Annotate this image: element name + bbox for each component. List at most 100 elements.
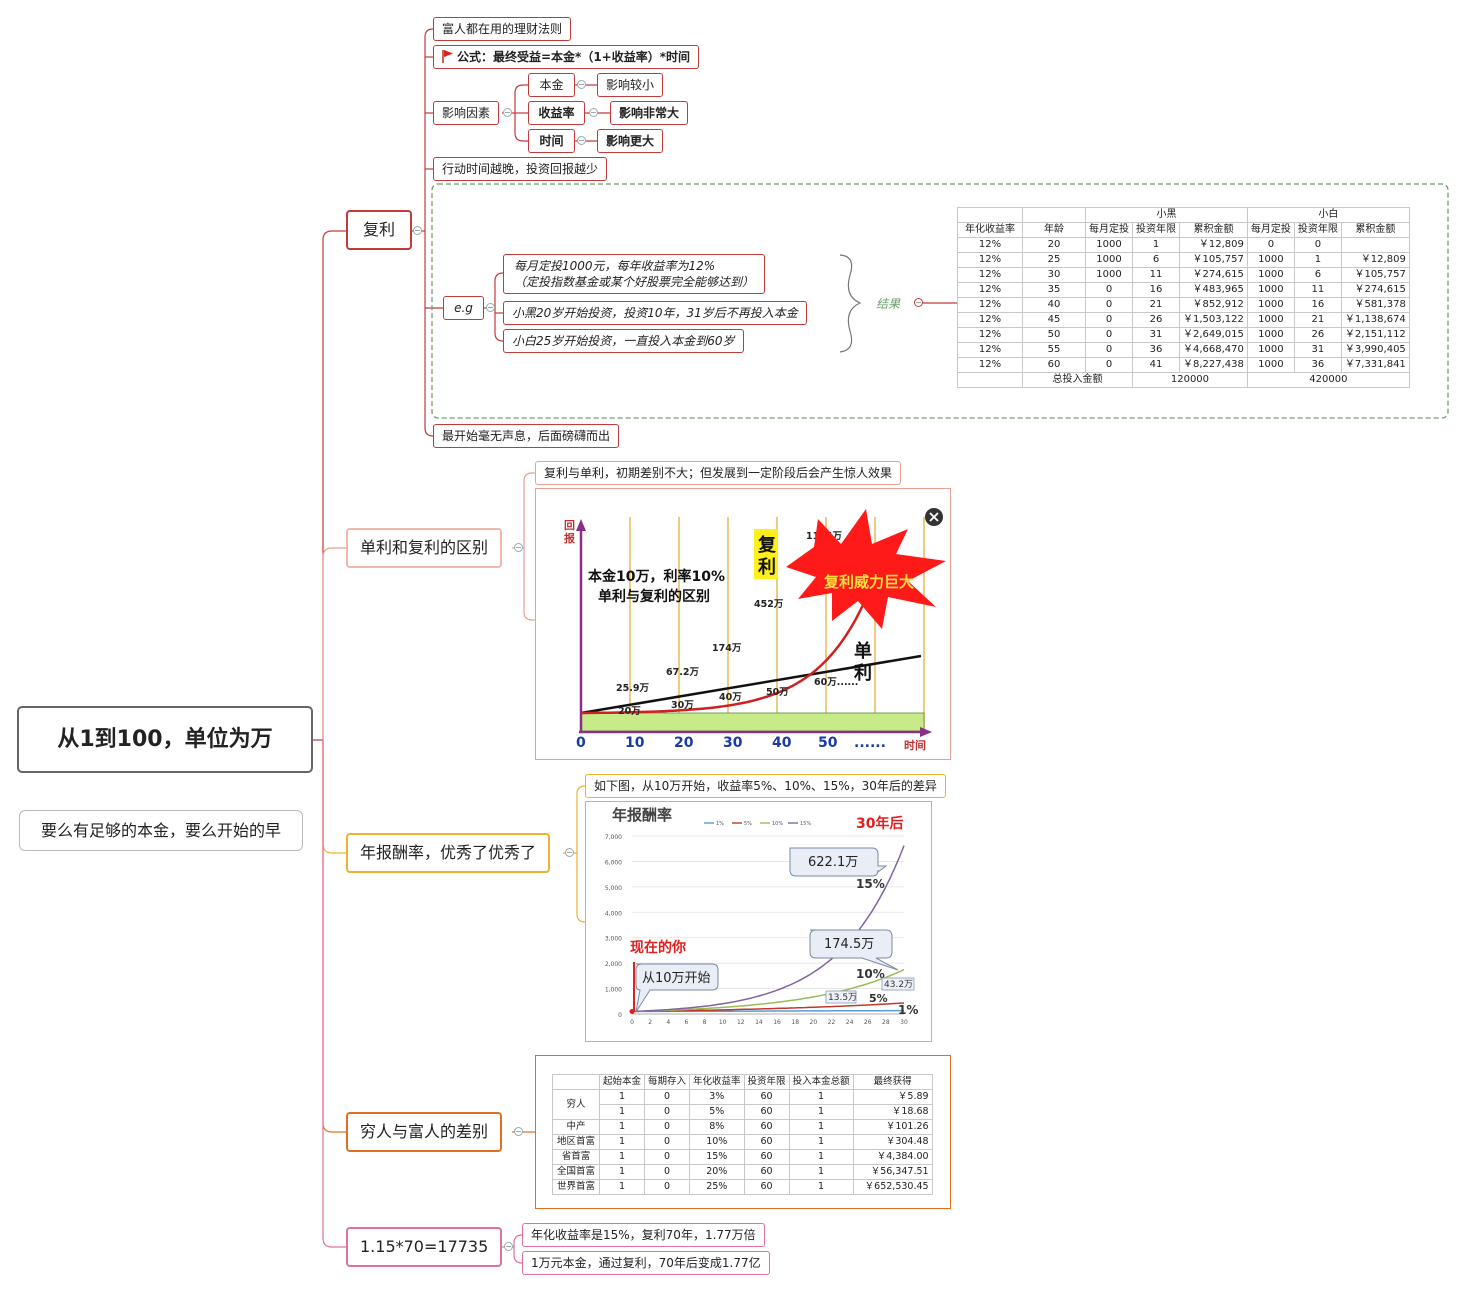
collapse-toggle-principal[interactable] <box>577 80 586 89</box>
root-topic[interactable]: 从1到100，单位为万 <box>17 706 313 773</box>
leaf-rule[interactable]: 富人都在用的理财法则 <box>433 17 572 41</box>
table-cell: ￥1,503,122 <box>1179 312 1248 328</box>
leaf-eg[interactable]: e.g <box>443 296 484 320</box>
collapse-toggle-power[interactable] <box>504 1242 513 1251</box>
table-cell: 30 <box>1022 267 1086 283</box>
result-label[interactable]: 结果 <box>876 295 901 312</box>
collapse-toggle-eg[interactable] <box>486 303 495 312</box>
result-col-header: 年龄 <box>1022 222 1086 238</box>
table-cell: 12% <box>957 297 1023 313</box>
table-cell: ￥4,668,470 <box>1179 342 1248 358</box>
factor-principal[interactable]: 本金 <box>528 73 575 97</box>
burst-text: 复利威力巨大 <box>823 573 914 591</box>
table-cell: 0 <box>644 1104 691 1120</box>
leaf-factors[interactable]: 影响因素 <box>433 101 500 125</box>
rp-col-header: 年化收益率 <box>689 1074 745 1090</box>
collapse-toggle-rich[interactable] <box>514 1127 523 1136</box>
collapse-toggle-time[interactable] <box>577 136 586 145</box>
callout-10: 174.5万 <box>809 929 899 971</box>
table-cell: ￥652,530.45 <box>852 1179 933 1195</box>
group-b-header: 小白 <box>1246 207 1410 223</box>
branch-compound[interactable]: 复利 <box>346 210 412 250</box>
table-cell: 36 <box>1132 342 1180 358</box>
rp-col-header: 每期存入 <box>644 1074 691 1090</box>
table-cell: 60 <box>743 1089 790 1105</box>
effect-rate[interactable]: 影响非常大 <box>610 101 689 125</box>
x-tick-label: 20 <box>674 735 694 751</box>
leaf-annual-desc[interactable]: 如下图，从10万开始，收益率5%、10%、15%，30年后的差异 <box>585 774 946 798</box>
table-cell: 12% <box>957 282 1023 298</box>
collapse-toggle-annual[interactable] <box>565 848 574 857</box>
table-cell: 全国首富 <box>552 1164 600 1180</box>
leaf-power-1[interactable]: 年化收益率是15%，复利70年，1.77万倍 <box>522 1223 765 1247</box>
simple-interest-line <box>580 654 922 715</box>
table-cell: 16 <box>1132 282 1180 298</box>
leaf-late-action[interactable]: 行动时间越晚，投资回报越少 <box>433 157 608 181</box>
table-cell: 36 <box>1293 357 1342 373</box>
compound-point-label: 452万 <box>754 599 784 610</box>
root-note[interactable]: 要么有足够的本金，要么开始的早 <box>19 810 303 851</box>
x-tick-label: 26 <box>864 1019 872 1026</box>
simple-point-label: 30万 <box>671 700 694 711</box>
series-line-5% <box>631 1002 905 1013</box>
leaf-formula[interactable]: 公式：最终受益=本金*（1+收益率）*时间 <box>433 45 700 69</box>
effect-principal[interactable]: 影响较小 <box>597 73 664 97</box>
table-cell: 12% <box>957 252 1023 268</box>
table-cell: 1000 <box>1246 357 1295 373</box>
x-axis-label: 时间 <box>904 738 926 752</box>
table-cell: 0 <box>1085 342 1133 358</box>
eg-xiaobai[interactable]: 小白25岁开始投资，一直投入本金到60岁 <box>503 329 744 353</box>
table-cell: ￥7,331,841 <box>1340 357 1410 373</box>
branch-rich-poor[interactable]: 穷人与富人的差别 <box>346 1112 503 1152</box>
eg-xiaohei[interactable]: 小黑20岁开始投资，投资10年，31岁后不再投入本金 <box>503 301 807 325</box>
y-tick-label: 5,000 <box>605 885 622 892</box>
table-cell: 3% <box>689 1089 745 1105</box>
table-cell: 8% <box>689 1119 745 1135</box>
table-cell: 60 <box>743 1104 790 1120</box>
eg-plan[interactable]: 每月定投1000元，每年收益率为12% （定投指数基金或某个好股票完全能够达到） <box>503 254 766 294</box>
effect-time[interactable]: 影响更大 <box>597 129 664 153</box>
collapse-toggle-rate[interactable] <box>589 108 598 117</box>
table-cell: 1 <box>788 1119 854 1135</box>
x-tick-label: 50 <box>818 735 838 751</box>
formula-text: 公式：最终受益=本金*（1+收益率）*时间 <box>457 50 691 64</box>
leaf-last[interactable]: 最开始毫无声息，后面磅礴而出 <box>433 424 620 448</box>
collapse-toggle-factors[interactable] <box>503 108 512 117</box>
legend-label: 1% <box>716 821 724 827</box>
factor-rate[interactable]: 收益率 <box>528 101 585 125</box>
collapse-toggle-result[interactable] <box>914 298 923 307</box>
callout-start: 从10万开始 <box>635 963 719 1013</box>
collapse-toggle-simple[interactable] <box>514 543 523 552</box>
chart-title: 年报酬率 <box>612 806 672 824</box>
table-cell: 6 <box>1132 252 1180 268</box>
table-cell: 40 <box>1022 297 1086 313</box>
table-cell: 1000 <box>1246 252 1295 268</box>
label-15: 15% <box>856 877 885 891</box>
branch-simple-vs-compound[interactable]: 单利和复利的区别 <box>346 528 503 568</box>
leaf-simple-desc[interactable]: 复利与单利，初期差别不大；但发展到一定阶段后会产生惊人效果 <box>535 461 902 485</box>
factor-time[interactable]: 时间 <box>528 129 575 153</box>
table-cell: 26 <box>1293 327 1342 343</box>
table-cell: 20% <box>689 1164 745 1180</box>
rp-col-header <box>552 1074 600 1090</box>
collapse-toggle-compound[interactable] <box>413 226 422 235</box>
svg-text:622.1万: 622.1万 <box>808 855 858 870</box>
branch-power[interactable]: 1.15*70=17735 <box>346 1227 503 1267</box>
y-tick-label: 7,000 <box>605 834 622 841</box>
table-cell: ￥852,912 <box>1179 297 1248 313</box>
simple-point-label: 50万 <box>766 687 789 698</box>
table-cell: ￥3,990,405 <box>1340 342 1410 358</box>
table-cell: 15% <box>689 1149 745 1165</box>
table-cell: 12% <box>957 312 1023 328</box>
branch-annual-return[interactable]: 年报酬率，优秀了优秀了 <box>346 833 551 873</box>
x-tick-label: 24 <box>846 1019 854 1026</box>
leaf-power-2[interactable]: 1万元本金，通过复利，70年后变成1.77亿 <box>522 1251 770 1275</box>
result-col-header: 每月定投 <box>1246 222 1295 238</box>
table-cell: 0 <box>644 1179 691 1195</box>
